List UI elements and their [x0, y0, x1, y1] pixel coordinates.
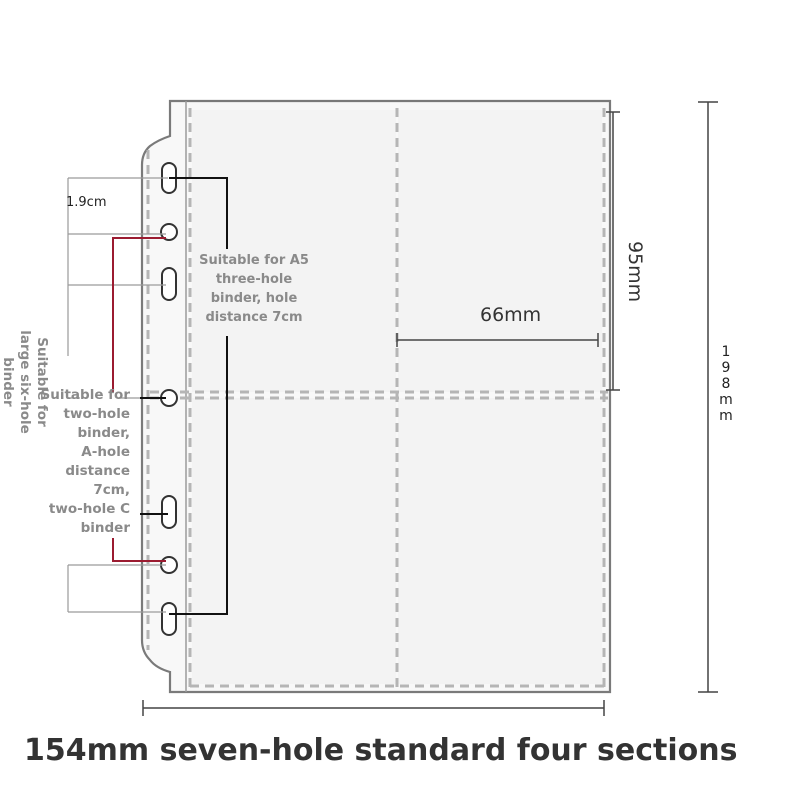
- dimension-lines: [142, 101, 718, 716]
- hole-round-1: [160, 223, 178, 241]
- two-hole-label: Suitable for two-hole binder, A-hole dis…: [20, 386, 130, 538]
- a5-line-1: Suitable for A5: [199, 253, 309, 268]
- two-line-2: two-hole: [63, 406, 130, 422]
- dashed-seams: [146, 108, 608, 688]
- six-hole-label: Suitable for large six-hole binder: [0, 322, 50, 442]
- two-line-7: two-hole C: [48, 501, 130, 517]
- pocket-bottom-right: [398, 398, 602, 684]
- hole-oval-2: [161, 267, 177, 301]
- product-caption: 154mm seven-hole standard four sections: [24, 733, 738, 768]
- guide-lines: [67, 177, 168, 613]
- hole-oval-3: [161, 495, 177, 529]
- hole-oval-4: [161, 602, 177, 636]
- six-line-3: binder: [0, 357, 16, 407]
- pocket-width-label: 66mm: [480, 304, 542, 326]
- leader-black: [140, 177, 228, 615]
- hole-spacing-label: 1.9cm: [66, 195, 107, 210]
- sheet-height-label: 1 9 8 m m: [716, 344, 736, 424]
- six-line-1: Suitable for: [34, 337, 50, 427]
- a5-line-3: binder, hole: [210, 291, 298, 306]
- pocket-bottom-left: [192, 398, 396, 684]
- pocket-height-label: 95mm: [624, 241, 646, 303]
- two-line-3: binder,: [77, 425, 130, 441]
- two-line-1: Suitable for: [40, 387, 130, 403]
- six-line-2: large six-hole: [17, 330, 33, 434]
- two-line-8: binder: [80, 520, 130, 536]
- two-line-6: 7cm,: [93, 482, 130, 498]
- pocket-top-right: [398, 110, 602, 392]
- leader-red: [112, 237, 166, 562]
- a5-line-4: distance 7cm: [205, 310, 303, 325]
- a5-line-2: three-hole: [215, 272, 293, 287]
- a5-three-hole-label: Suitable for A5 three-hole binder, hole …: [196, 251, 312, 327]
- sheet-height-text: 1 9 8 m m: [719, 344, 733, 424]
- two-line-5: distance: [65, 463, 130, 479]
- two-line-4: A-hole: [81, 444, 130, 460]
